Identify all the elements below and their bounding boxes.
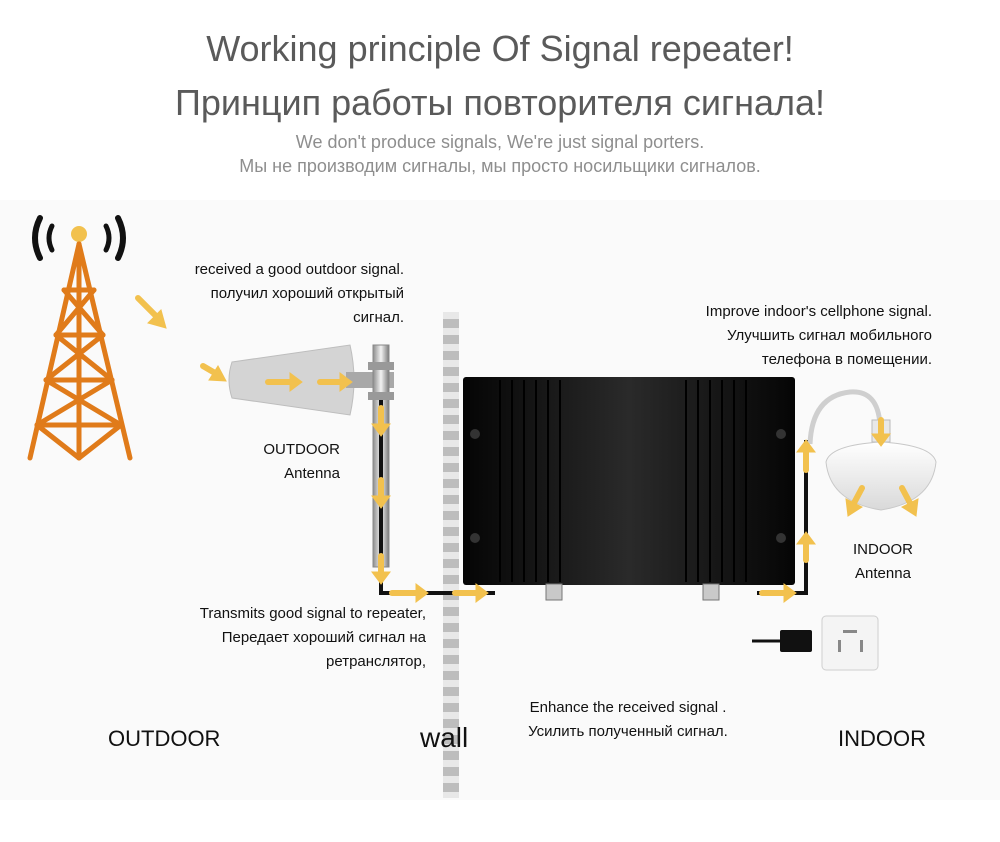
outdoor-antenna-label: OUTDOOR Antenna [230,438,340,486]
arrow-pole-3 [371,553,391,585]
arrow-pole-2 [371,477,391,509]
wall-divider [443,312,459,798]
transmits-line-2: Передает хороший сигнал на [221,629,426,646]
outdoor-signal-line-1: received a good outdoor signal. [194,261,404,278]
arrow-out-1 [759,583,797,603]
indoor-antenna-label: INDOOR Antenna [828,538,938,586]
wall-outlet-icon [821,615,879,671]
cell-tower-icon [27,215,133,461]
improve-label: Improve indoor's cellphone signal. Улучш… [640,300,932,372]
arrow-dome-right [899,485,919,517]
arrow-antenna-1 [265,372,303,392]
enhance-line-2: Усилить полученный сигнал. [528,723,728,740]
arrow-dome-down [871,417,891,447]
power-adapter-icon [752,630,812,652]
arrow-cable-2 [452,583,489,603]
transmits-line-3: ретранслятор, [326,653,426,670]
transmits-label: Transmits good signal to repeater, Перед… [150,602,426,674]
arrow-out-3 [796,439,816,473]
arrow-into-antenna [200,363,227,382]
outdoor-antenna-line-2: Antenna [284,465,340,482]
enhance-label: Enhance the received signal . Усилить по… [500,696,756,744]
outdoor-antenna-line-1: OUTDOOR [263,441,340,458]
improve-line-3: телефона в помещении. [761,351,932,368]
arrow-dome-left [845,485,865,517]
outdoor-region-label: OUTDOOR [108,726,221,751]
repeater-box [463,377,795,601]
wall-label: wall [420,722,469,753]
enhance-line-1: Enhance the received signal . [529,699,727,716]
arrow-out-2 [796,531,816,563]
arrow-tower-to-antenna [135,295,167,329]
improve-line-2: Улучшить сигнал мобильного [726,327,932,344]
outdoor-signal-line-2: получил хороший открытый [210,285,404,302]
title-russian: Принцип работы повторителя сигнала! [174,82,826,123]
outdoor-signal-line-3: сигнал. [353,309,404,326]
indoor-antenna-line-1: INDOOR [853,541,913,558]
subtitle-russian: Мы не производим сигналы, мы просто носи… [239,156,761,176]
indoor-region-label: INDOOR [838,726,926,751]
title-english: Working principle Of Signal repeater! [206,28,794,69]
arrow-pole-1 [371,405,391,437]
indoor-antenna-icon [807,389,937,511]
transmits-line-1: Transmits good signal to repeater, [199,605,426,622]
improve-line-1: Improve indoor's cellphone signal. [705,303,932,320]
arrow-antenna-2 [317,372,353,392]
outdoor-signal-label: received a good outdoor signal. получил … [150,258,404,330]
signal-arrows [135,295,919,603]
arrow-cable-1 [389,583,429,603]
indoor-antenna-line-2: Antenna [855,565,911,582]
subtitle-english: We don't produce signals, We're just sig… [295,132,705,152]
